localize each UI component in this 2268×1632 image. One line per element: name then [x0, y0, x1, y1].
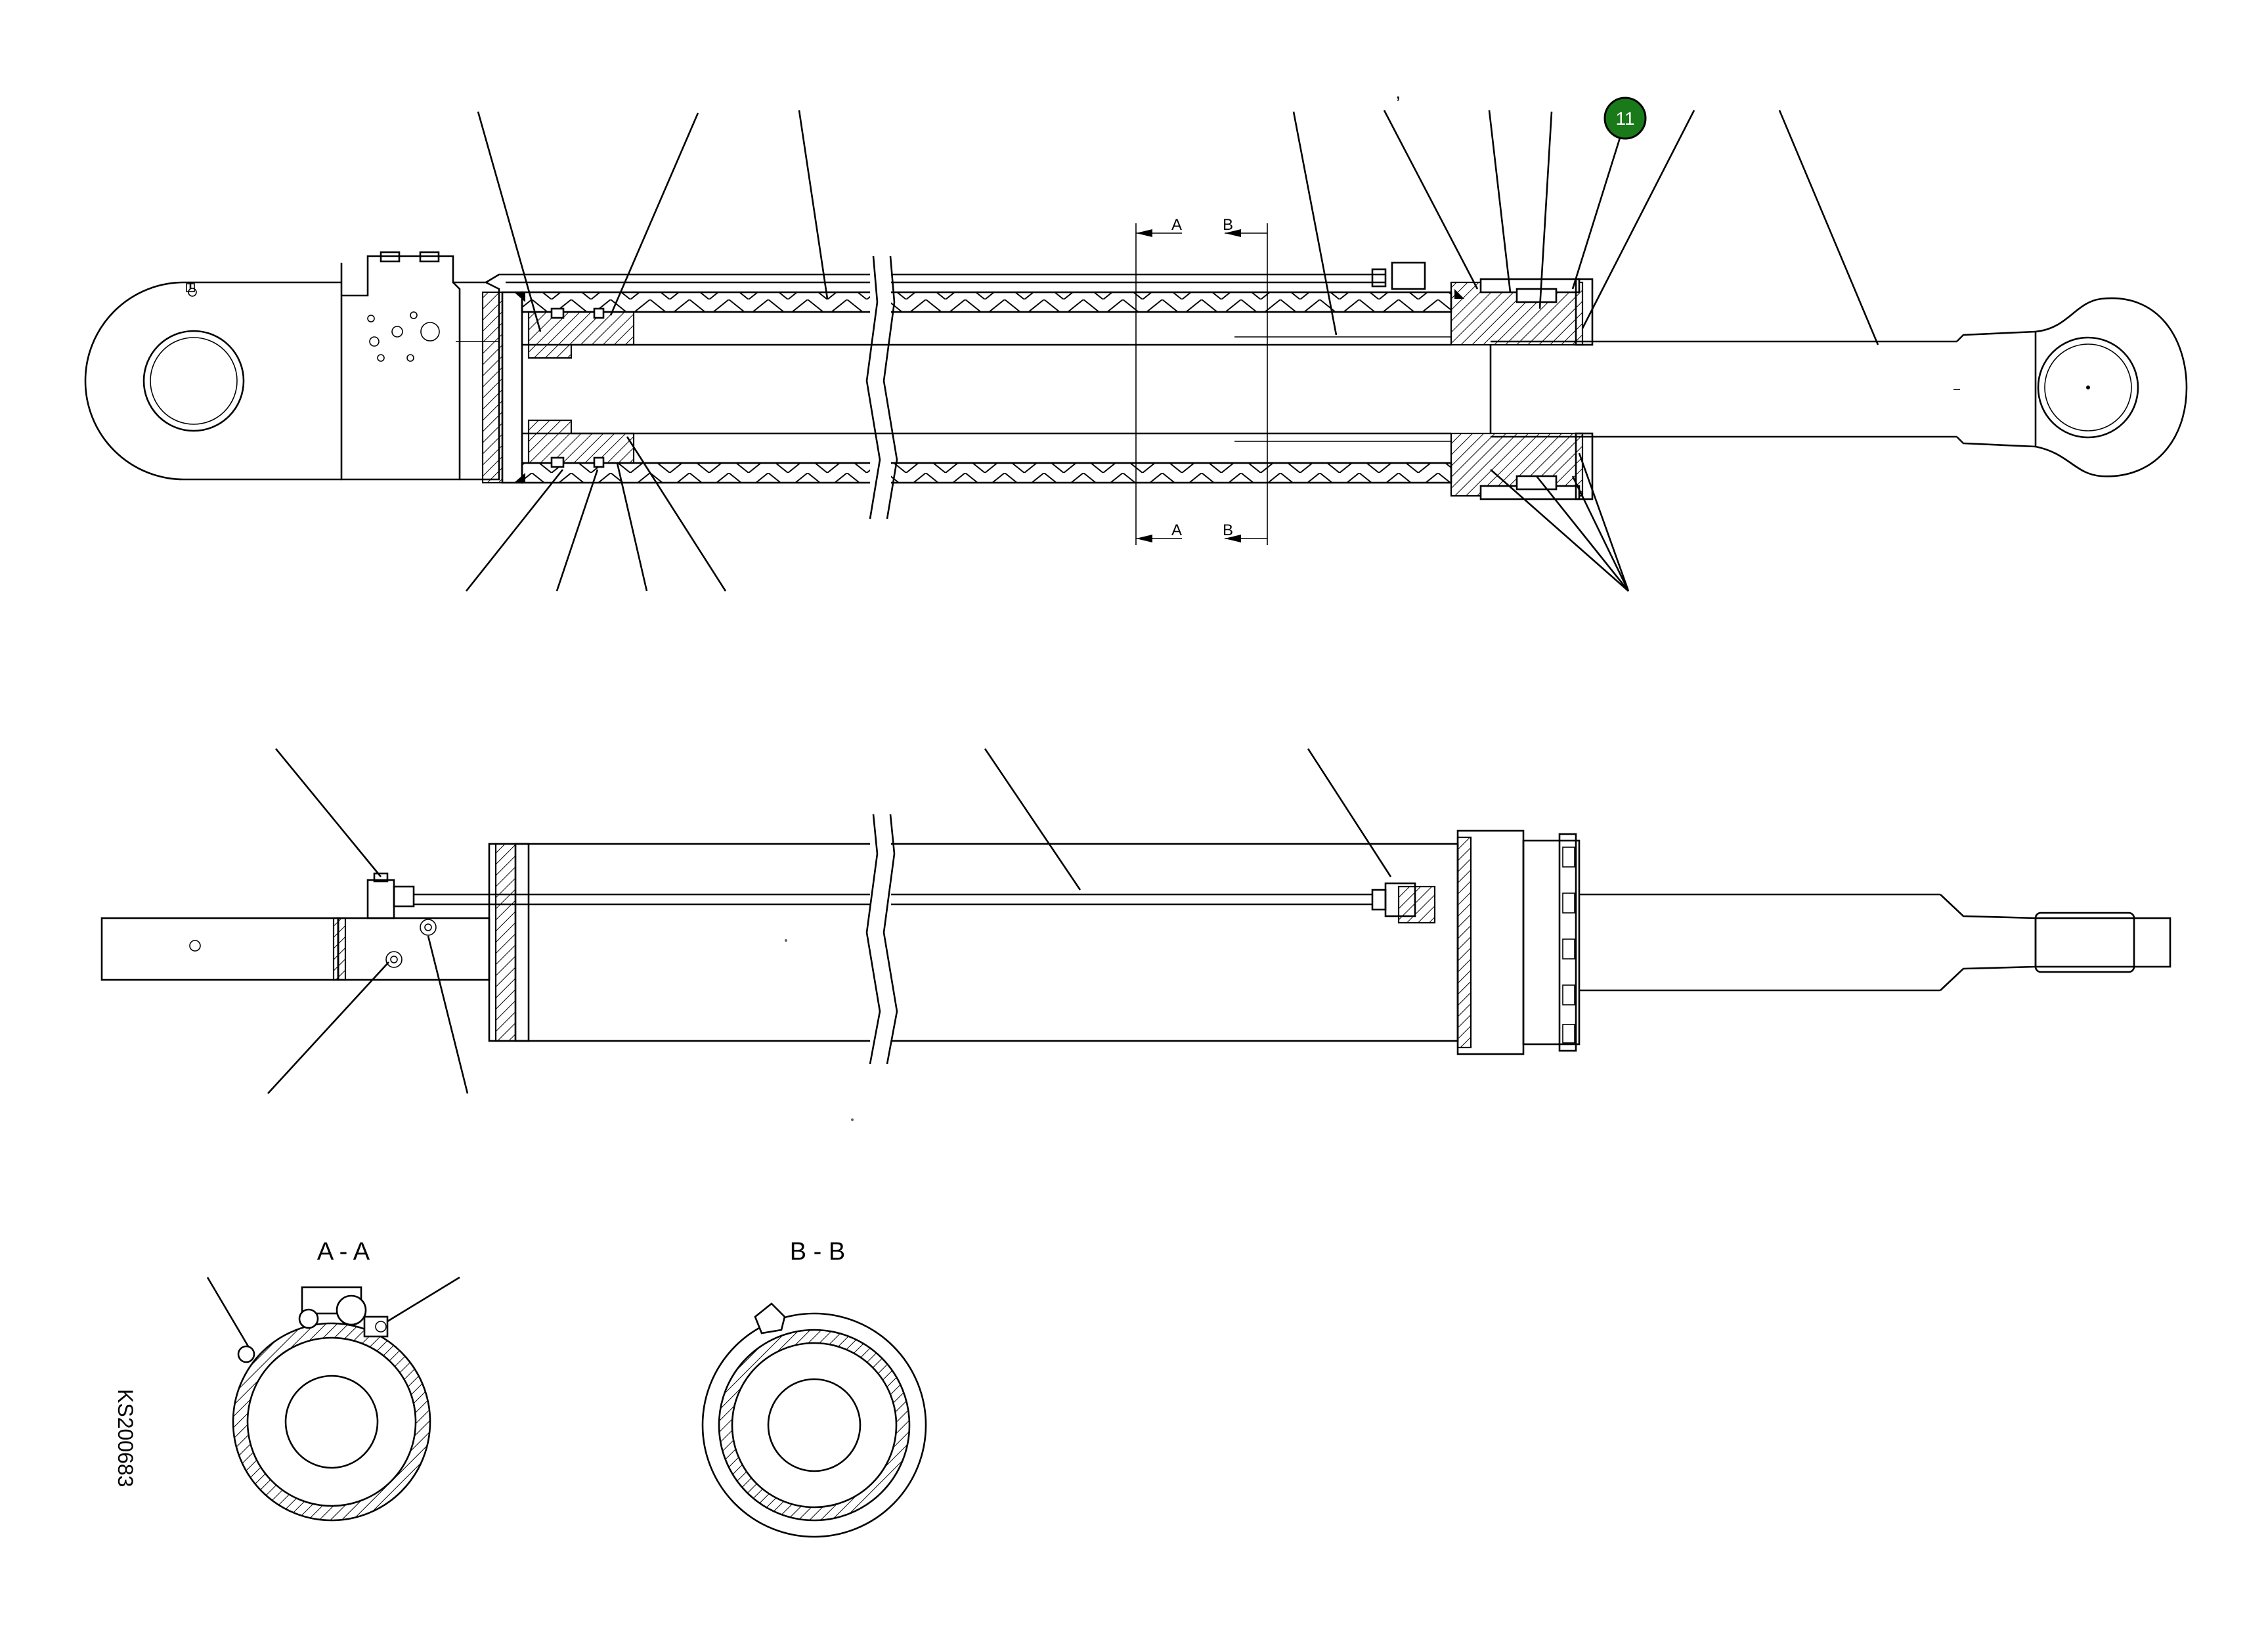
piston-rod [1491, 330, 2036, 448]
drawing-id: KS200683 [114, 1389, 137, 1487]
leader-lines-top [465, 110, 1879, 592]
section-b-b-view: B - B [701, 1238, 927, 1538]
section-marker-a-top: A [1171, 216, 1182, 234]
section-cut-markers: A B A B [1135, 216, 1268, 545]
section-marker-b-bottom: B [1223, 521, 1233, 539]
section-marker-a-bottom: A [1171, 521, 1182, 539]
section-marker-b-top: B [1223, 216, 1233, 234]
stray-mark: , [1395, 81, 1401, 103]
section-a-a-view: A - A [206, 1238, 460, 1522]
section-title-bb: B - B [790, 1238, 845, 1266]
right-eye-mount [2034, 297, 2188, 477]
section-title-aa: A - A [317, 1238, 370, 1266]
leader-lines-middle [267, 748, 1392, 1094]
callout-badge-number: 11 [1615, 108, 1634, 129]
left-eye-mount [84, 251, 500, 481]
callout-badge-11[interactable]: 11 [1603, 97, 1647, 140]
exterior-view-middle [100, 748, 2171, 1094]
section-view-top: A B A B , [84, 81, 2188, 592]
